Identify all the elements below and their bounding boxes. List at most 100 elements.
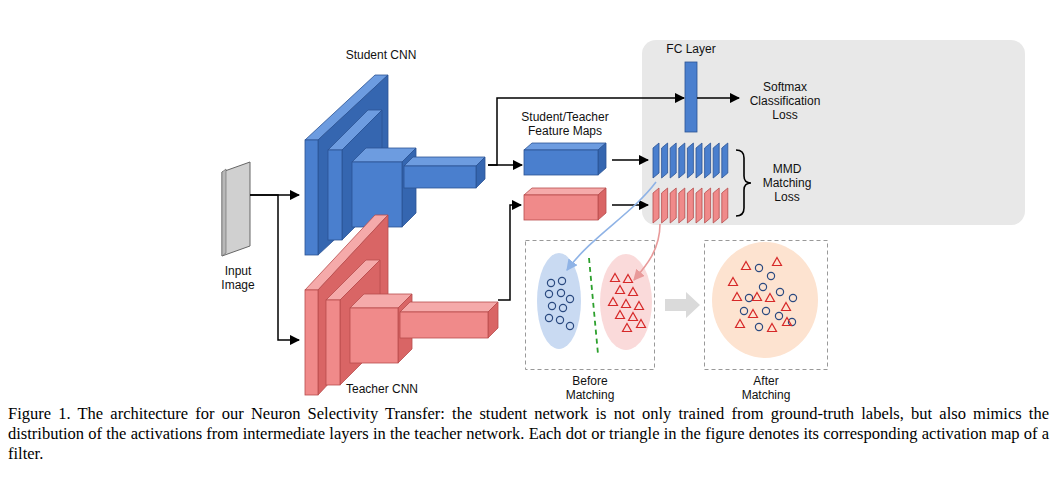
- channel-slice: [662, 188, 668, 223]
- channel-slice: [696, 188, 702, 223]
- filter-dot: [767, 272, 774, 279]
- transition-arrow: [665, 292, 700, 318]
- fc-bar: [685, 62, 697, 132]
- channel-slice: [713, 188, 719, 223]
- filter-dot: [775, 312, 782, 319]
- filter-triangle: [609, 298, 618, 306]
- channel-slice: [679, 188, 685, 223]
- shape-bounds: [222, 162, 250, 256]
- figure-caption: Figure 1. The architecture for our Neuro…: [8, 404, 1049, 464]
- flow-arrow: [697, 97, 739, 99]
- channel-slice: [722, 143, 728, 178]
- filter-dot: [557, 289, 564, 296]
- filter-triangle: [629, 313, 638, 321]
- face: [598, 188, 606, 220]
- filter-dot: [776, 288, 783, 295]
- feature-map-box: Student/Teacher Feature Maps: [515, 108, 615, 178]
- dashed-frame: [526, 241, 655, 370]
- face: [305, 290, 318, 395]
- face: [350, 308, 398, 363]
- shape-bounds: [685, 62, 697, 132]
- filter-dot: [755, 264, 762, 271]
- input-image-edge: [222, 169, 226, 256]
- channel-slice: [662, 143, 668, 178]
- channel-slice: [653, 143, 659, 178]
- node-label: Input Image: [213, 264, 263, 292]
- node-label: FC Layer: [666, 42, 715, 56]
- filter-triangle: [736, 320, 745, 328]
- face: [524, 188, 606, 195]
- activation-symbols: [545, 258, 796, 332]
- red-curve: [634, 224, 660, 280]
- face: [598, 143, 606, 175]
- node-label: Before Matching: [555, 374, 625, 402]
- channel-slice: [705, 143, 711, 178]
- filter-triangle: [753, 293, 762, 301]
- loss-panel: [642, 40, 1025, 225]
- after-matching: After Matching: [704, 240, 828, 402]
- filter-triangle: [629, 288, 638, 296]
- filter-dot: [556, 316, 563, 323]
- filter-dot: [789, 294, 796, 301]
- node-label: Student/Teacher Feature Maps: [515, 110, 615, 138]
- face: [524, 143, 606, 150]
- teacher-layer: [400, 302, 498, 338]
- channel-slice: [687, 143, 693, 178]
- face: [524, 195, 598, 220]
- filter-triangle: [611, 274, 620, 282]
- blue-curve: [567, 182, 656, 270]
- separator: [589, 258, 598, 354]
- face: [400, 312, 488, 338]
- channel-slice: [653, 188, 659, 223]
- node-label: Student CNN: [346, 48, 417, 62]
- filter-triangle: [616, 311, 625, 319]
- student-cluster: [537, 253, 581, 349]
- map-arrow: [612, 159, 648, 161]
- filter-dot: [566, 322, 573, 329]
- filter-triangle: [624, 275, 633, 283]
- filter-dot: [755, 323, 762, 330]
- face: [305, 140, 318, 255]
- flow-arrow: [488, 98, 684, 165]
- teacher-cnn: Teacher CNN: [300, 210, 505, 405]
- filter-triangle: [622, 300, 631, 308]
- filter-triangle: [742, 262, 751, 270]
- channel-slice: [696, 143, 702, 178]
- input-image: [222, 162, 250, 256]
- filter-dot: [745, 294, 752, 301]
- loss-text: Softmax Classification Loss: [740, 80, 830, 124]
- filter-dot: [566, 295, 573, 302]
- filter-triangle: [782, 303, 791, 311]
- channel-slice: [687, 188, 693, 223]
- flow-arrow: [250, 195, 299, 340]
- face: [400, 302, 498, 312]
- filter-dot: [547, 279, 554, 286]
- map-arrow: [612, 204, 648, 206]
- filter-triangle: [773, 258, 782, 266]
- merged-cluster: [712, 242, 818, 358]
- input-image: Input Image: [212, 158, 264, 298]
- channel-slice: [670, 188, 676, 223]
- filter-triangle: [768, 324, 777, 332]
- student-feature-map: [524, 143, 606, 175]
- filter-dot: [740, 307, 747, 314]
- filter-dot: [545, 314, 552, 321]
- channel-slice: [722, 188, 728, 223]
- loss-label: MMD Matching Loss: [758, 162, 816, 204]
- dashed-frame: [705, 241, 828, 370]
- channel-stacks: [653, 143, 728, 223]
- channel-slice: [670, 143, 676, 178]
- filter-dot: [762, 307, 769, 314]
- face: [476, 157, 485, 188]
- filter-triangle: [766, 294, 775, 302]
- face: [524, 150, 598, 175]
- teacher-wire: [498, 205, 521, 300]
- before-matching: Before Matching: [525, 240, 655, 402]
- face: [404, 166, 476, 188]
- filter-triangle: [635, 302, 644, 310]
- face: [326, 300, 340, 385]
- shape-bounds: [525, 240, 655, 370]
- face: [328, 150, 342, 240]
- channel-slice: [705, 188, 711, 223]
- node-label: After Matching: [731, 374, 801, 402]
